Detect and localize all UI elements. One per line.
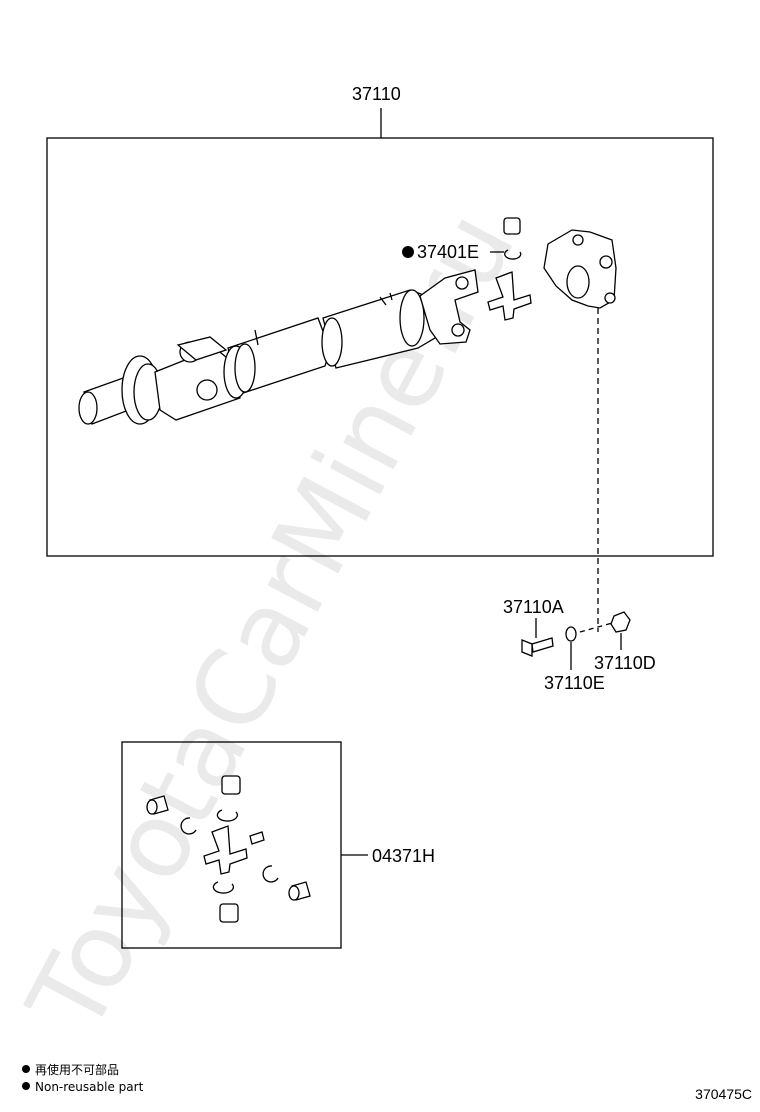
non-reusable-mark — [402, 246, 414, 258]
label-37110d[interactable]: 37110D — [594, 653, 656, 673]
illustration-code: 370475C — [695, 1086, 752, 1102]
label-04371h[interactable]: 04371H — [372, 846, 435, 866]
flange-yoke-drawing — [543, 229, 617, 309]
dashed-leader-2 — [579, 621, 617, 633]
assembly-frame — [46, 137, 714, 557]
spider-parts — [487, 217, 532, 321]
bolt-drawing — [521, 637, 554, 657]
label-37110e[interactable]: 37110E — [544, 673, 605, 693]
label-37401e[interactable]: 37401E — [417, 242, 479, 262]
nut-drawing — [610, 611, 631, 633]
legend-row-jp: 再使用不可部品 — [22, 1062, 143, 1079]
propeller-shaft-drawing — [78, 269, 479, 425]
bullet-icon — [22, 1065, 30, 1073]
legend-row-en: Non-reusable part — [22, 1079, 143, 1096]
repair-kit-frame — [121, 741, 342, 949]
bullet-icon — [22, 1082, 30, 1090]
legend-text-en: Non-reusable part — [35, 1080, 144, 1094]
repair-kit-parts — [146, 775, 311, 923]
washer-drawing — [565, 626, 577, 642]
legend-text-jp: 再使用不可部品 — [35, 1063, 120, 1077]
label-37110a[interactable]: 37110A — [503, 597, 564, 617]
legend: 再使用不可部品 Non-reusable part — [22, 1062, 143, 1096]
label-37110[interactable]: 37110 — [352, 84, 401, 104]
